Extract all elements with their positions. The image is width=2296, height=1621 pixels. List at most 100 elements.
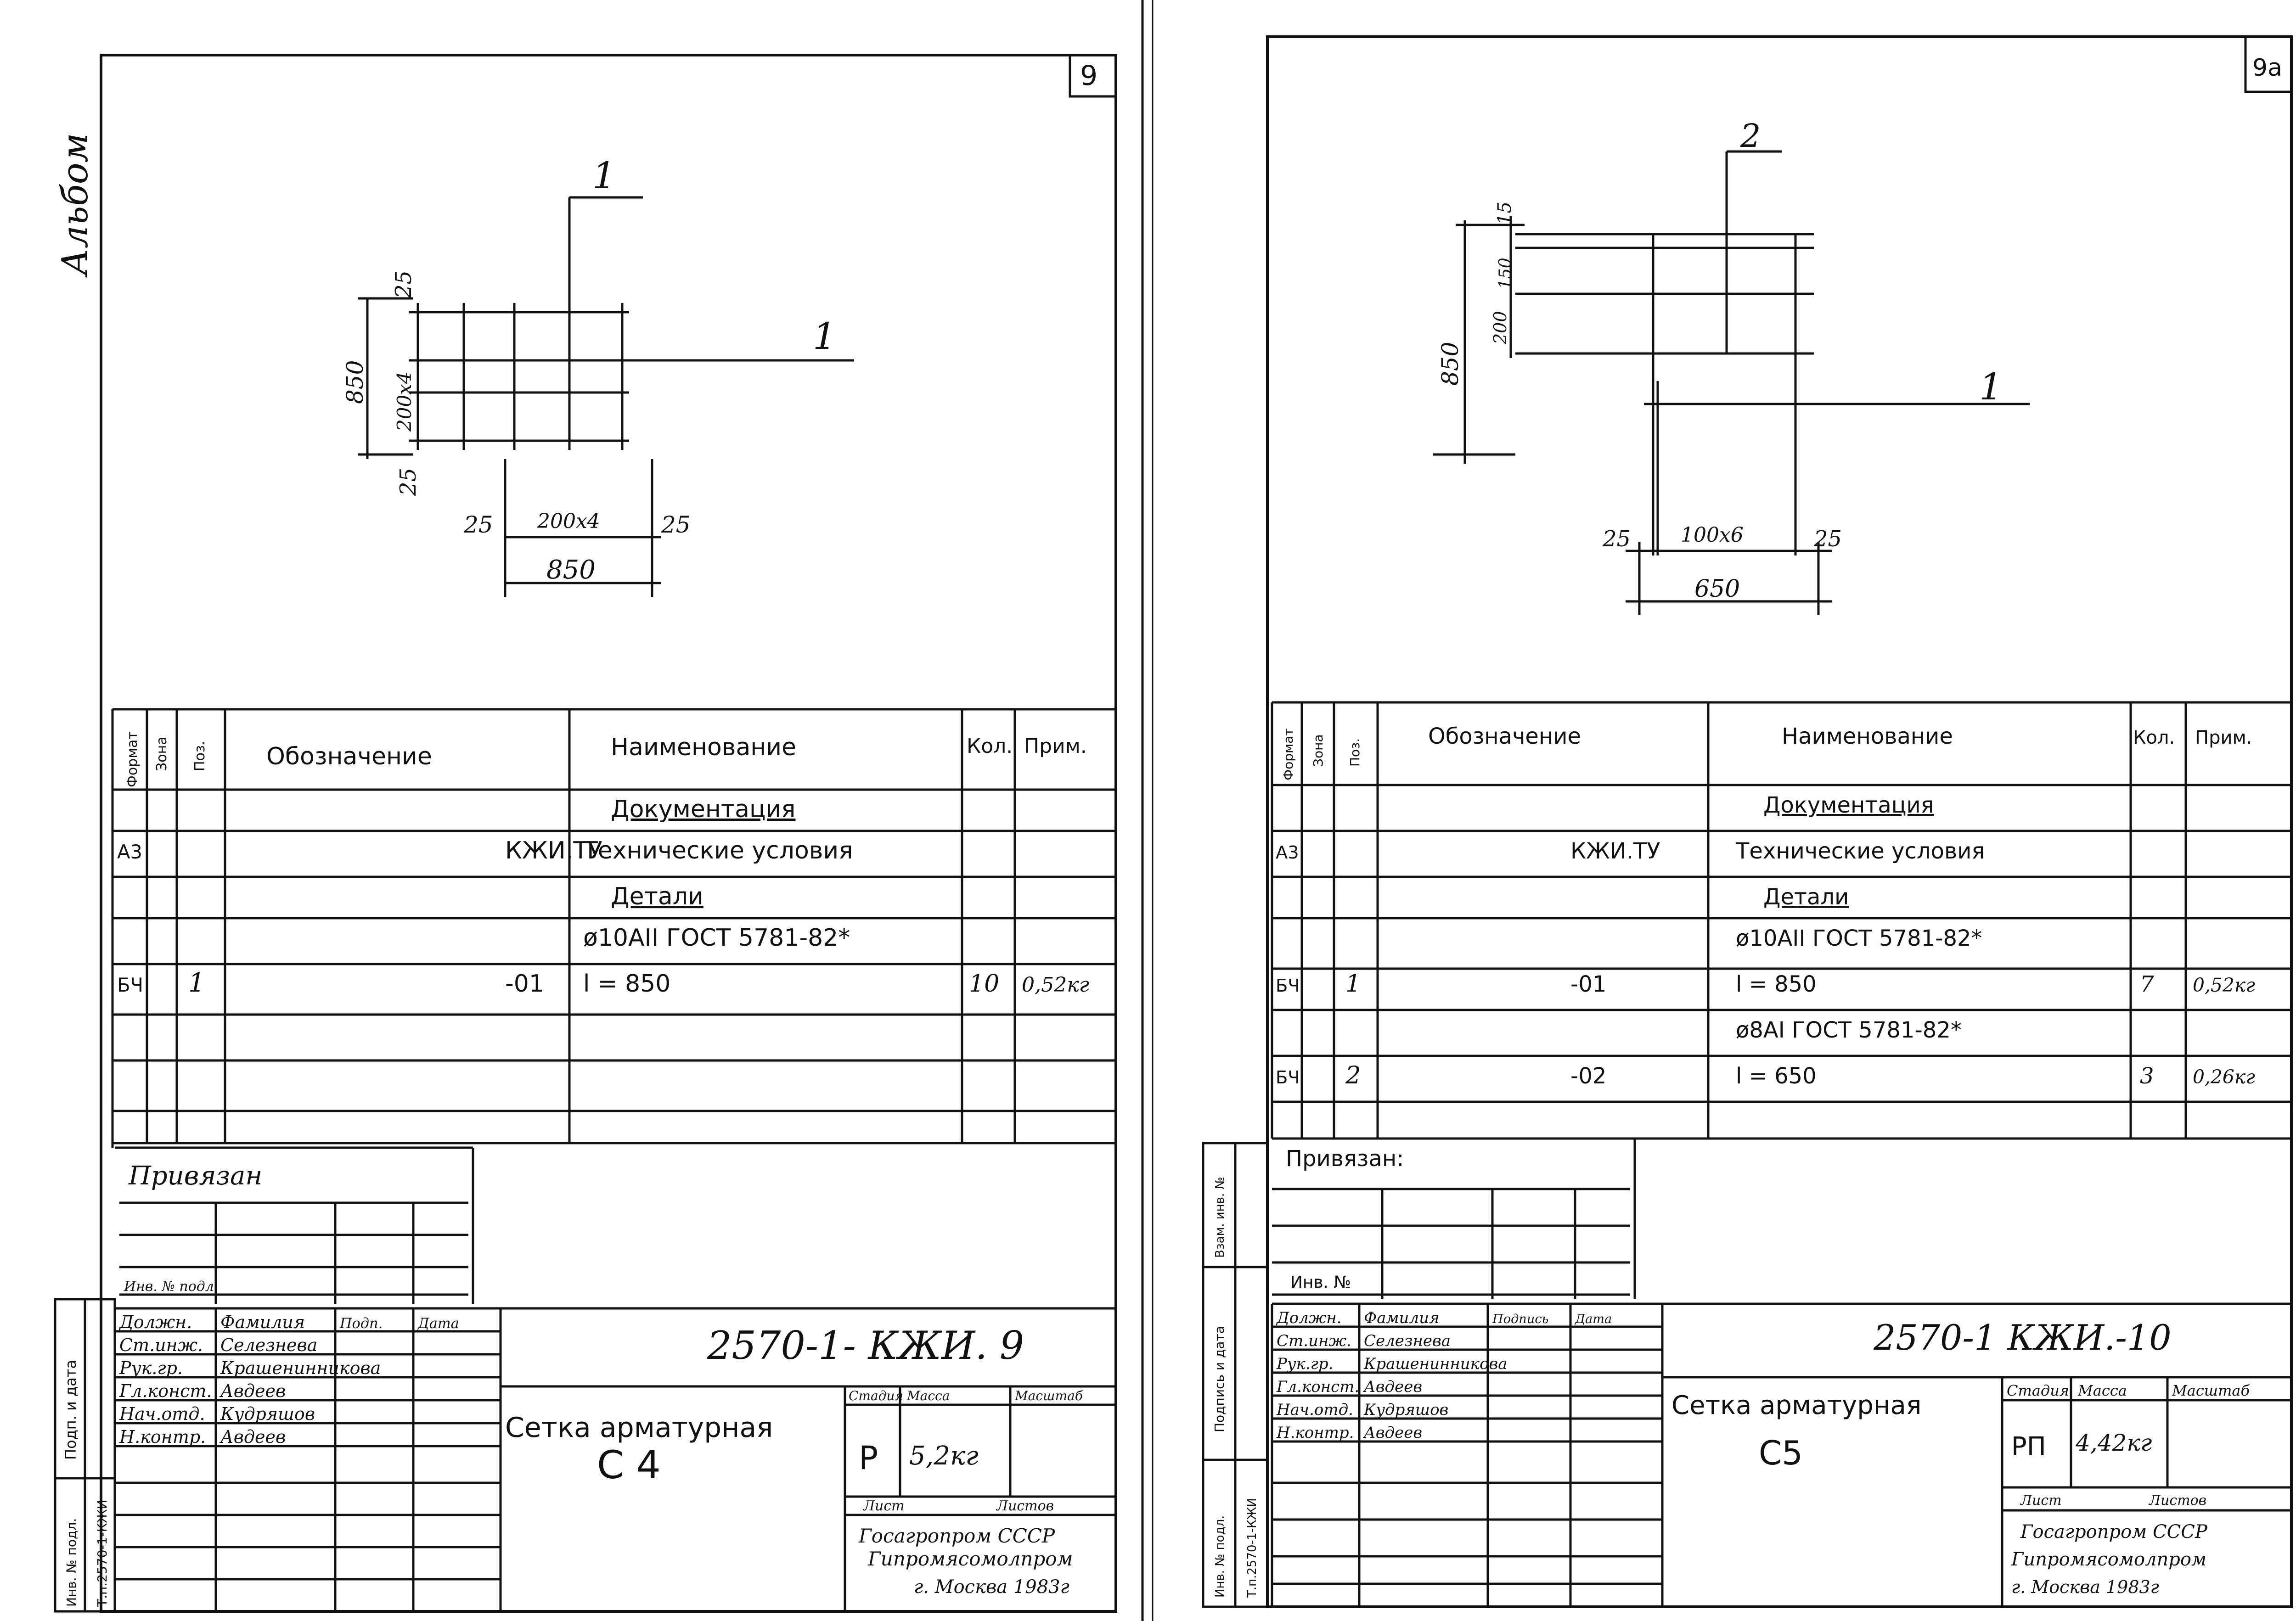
stage-label: Стадия	[2007, 1382, 2069, 1399]
col-name-header: Наименование	[611, 734, 796, 761]
privyazan-title: Привязан:	[1286, 1146, 1404, 1172]
sheet-number-box	[1069, 55, 1116, 98]
drawing-title: Сетка арматурная	[505, 1412, 773, 1444]
dim-left-top: 25	[391, 270, 416, 299]
dim-bottom-middle: 200x4	[537, 510, 600, 533]
spec-cell-format: БЧ	[1276, 1067, 1300, 1088]
staff-name: Кудряшов	[1363, 1401, 1448, 1419]
dim-left-middle: 200x4	[393, 371, 416, 432]
drawing-mark: С 4	[597, 1442, 661, 1487]
side-stamp-cell: Т.п.2570-1-КЖИ	[95, 1500, 110, 1607]
spec-cell-note: 0,52кг	[2193, 974, 2255, 996]
stage-value: РП	[2011, 1432, 2046, 1462]
sheet-frame	[1266, 35, 2293, 1608]
spec-table	[1271, 701, 2291, 1140]
staff-role: Должн.	[1276, 1309, 1342, 1327]
col-format-header: Формат	[124, 731, 141, 787]
spec-table	[111, 708, 1116, 1148]
section-mark-top: 1	[592, 154, 616, 197]
dim-bottom-total: 650	[1694, 575, 1740, 603]
spec-cell-pos: 2	[1345, 1061, 1361, 1089]
dim-left-small: 150	[1496, 258, 1515, 289]
staff-name: Авдеев	[1363, 1424, 1422, 1442]
section-mark-right: 1	[1979, 365, 2003, 408]
drawing-mark: С5	[1759, 1434, 1803, 1472]
privyazan-block	[115, 1146, 474, 1304]
spec-cell-designation: -01	[1570, 971, 1606, 997]
col-pos-header: Поз.	[192, 741, 208, 771]
dim-left-top: 15	[1494, 202, 1515, 225]
mass-value: 4,42кг	[2075, 1430, 2152, 1456]
privyazan-inv-label: Инв. №	[1290, 1273, 1351, 1292]
col-name-header: Наименование	[1782, 724, 1953, 749]
staff-role: Нач.отд.	[119, 1404, 205, 1424]
staff-role: Ст.инж.	[1277, 1332, 1351, 1350]
spec-cell-name: Документация	[1763, 792, 1934, 818]
col-zone-header: Зона	[154, 736, 170, 771]
sheet-label: Лист	[2020, 1492, 2062, 1509]
spec-cell-name: l = 850	[583, 970, 670, 998]
section-mark-top: 2	[1740, 117, 1761, 155]
staff-role: Гл.конст.	[1276, 1378, 1359, 1396]
spec-cell-name: Технические условия	[1735, 838, 1985, 864]
scale-label: Масштаб	[2172, 1382, 2250, 1399]
spec-cell-format: БЧ	[117, 974, 143, 996]
side-stamp-cell: Подп. и дата	[62, 1360, 79, 1460]
dim-bottom-right: 25	[661, 511, 691, 538]
spec-cell-name: Документация	[611, 796, 795, 823]
dim-left-total: 850	[342, 360, 368, 404]
side-stamp-cell: Инв. № подл.	[1213, 1515, 1227, 1598]
spec-cell-pos: 1	[188, 968, 205, 998]
staff-sign: Подп.	[339, 1316, 383, 1332]
sheets-label: Листов	[2148, 1492, 2206, 1509]
staff-role: Ст.инж.	[119, 1335, 203, 1355]
org-line-3: г. Москва 1983г	[2011, 1577, 2159, 1597]
staff-name: Авдеев	[1363, 1378, 1422, 1396]
staff-sign: Подпись	[1492, 1312, 1548, 1326]
dim-bottom-right: 25	[1813, 526, 1842, 552]
drawing-title: Сетка арматурная	[1671, 1391, 1921, 1420]
spec-cell-qty: 10	[969, 970, 999, 998]
spec-cell-name: l = 650	[1736, 1063, 1817, 1089]
mass-label: Масса	[906, 1388, 950, 1403]
album-label: Альбом	[55, 133, 96, 278]
mass-label: Масса	[2077, 1382, 2127, 1399]
sheet-9a: 9а	[1202, 35, 2293, 1608]
title-block	[1271, 1302, 2291, 1607]
sheet-9: 9 1	[54, 54, 1117, 1613]
spec-cell-designation: КЖИ.ТУ	[505, 837, 602, 864]
sheet-frame	[100, 54, 1117, 1613]
side-stamp	[1202, 1142, 1269, 1608]
staff-role: Должн.	[118, 1312, 192, 1332]
sheet-number: 9а	[2252, 54, 2282, 82]
drawing-code: 2570-1 КЖИ.-10	[1873, 1317, 2172, 1358]
mesh-drawing-c5	[1433, 150, 2030, 615]
spec-cell-pos: 1	[1345, 970, 1361, 998]
org-line-3: г. Москва 1983г	[914, 1576, 1069, 1598]
spec-cell-designation: -02	[1570, 1063, 1606, 1089]
spec-cell-name: ø8АI ГОСТ 5781-82*	[1736, 1017, 1962, 1043]
staff-name: Фамилия	[1364, 1309, 1440, 1327]
privyazan-inv-label: Инв. № подл.	[124, 1279, 218, 1295]
col-pos-header: Поз.	[1347, 738, 1362, 767]
spec-cell-qty: 7	[2140, 971, 2154, 997]
staff-role: Н.контр.	[119, 1427, 206, 1447]
stage-label: Стадия	[849, 1388, 903, 1403]
dim-bottom-left: 25	[463, 511, 493, 538]
staff-role: Н.контр.	[1276, 1424, 1354, 1442]
col-zone-header: Зона	[1311, 734, 1326, 767]
col-qty-header: Кол.	[967, 735, 1013, 758]
privyazan-block	[1272, 1137, 1636, 1299]
sheet-label: Лист	[862, 1498, 905, 1514]
col-note-header: Прим.	[2195, 727, 2252, 748]
title-block	[113, 1307, 1116, 1611]
spec-cell-name: ø10АII ГОСТ 5781-82*	[1736, 925, 1982, 951]
spec-cell-name: l = 850	[1736, 971, 1817, 997]
spec-cell-format: А3	[1276, 842, 1299, 863]
staff-name: Авдеев	[219, 1381, 286, 1401]
org-line-2: Гипромясомолпром	[867, 1548, 1073, 1570]
section-mark-right: 1	[813, 315, 836, 358]
spec-cell-designation: -01	[505, 970, 544, 998]
staff-name: Селезнева	[1364, 1332, 1451, 1350]
